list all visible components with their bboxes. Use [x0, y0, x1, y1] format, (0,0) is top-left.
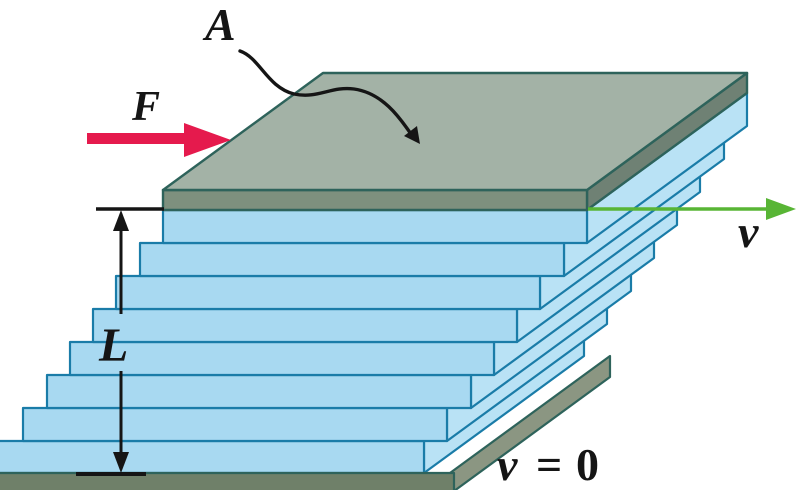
- fluid-layers: [0, 91, 749, 475]
- fluid-layer-front-face: [161, 208, 589, 245]
- fluid-layer-front-face: [21, 406, 449, 443]
- thickness-dimension: L: [76, 207, 164, 476]
- area-annotation: A: [202, 0, 420, 144]
- dimension-down-arrowhead-icon: [113, 452, 129, 473]
- velocity-annotation: v: [588, 198, 796, 257]
- top-plate-top-face: [161, 71, 749, 192]
- force-arrow-shaft: [87, 133, 184, 144]
- velocity-arrowhead-icon: [766, 198, 796, 220]
- velocity-label: v: [738, 206, 759, 257]
- fluid-layer-front-face: [91, 307, 519, 344]
- fluid-layer-front-face: [114, 274, 542, 311]
- thickness-label: L: [98, 319, 128, 372]
- top-plate: [161, 71, 749, 212]
- top-plate-front-face: [161, 188, 589, 212]
- area-label: A: [202, 0, 236, 50]
- fluid-layer-front-face: [45, 373, 473, 410]
- fluid-layer: [161, 91, 749, 245]
- area-pointer-arrowhead-icon: [404, 126, 420, 144]
- force-annotation: F: [87, 84, 231, 157]
- force-arrowhead-icon: [184, 123, 231, 157]
- dimension-up-arrowhead-icon: [113, 210, 129, 231]
- fluid-layer-front-face: [138, 241, 566, 278]
- bottom-plate-front-face: [0, 471, 456, 490]
- bottom-velocity-equals-sign: =: [536, 439, 562, 490]
- area-pointer-curve: [238, 49, 415, 139]
- fluid-layer-front-face: [68, 340, 496, 377]
- fluid-layer-front-face: [0, 439, 426, 475]
- bottom-velocity-var-label: v: [497, 439, 518, 490]
- force-label: F: [131, 84, 160, 130]
- bottom-velocity-value: 0: [576, 439, 599, 490]
- bottom-velocity-equation: v = 0: [497, 439, 599, 490]
